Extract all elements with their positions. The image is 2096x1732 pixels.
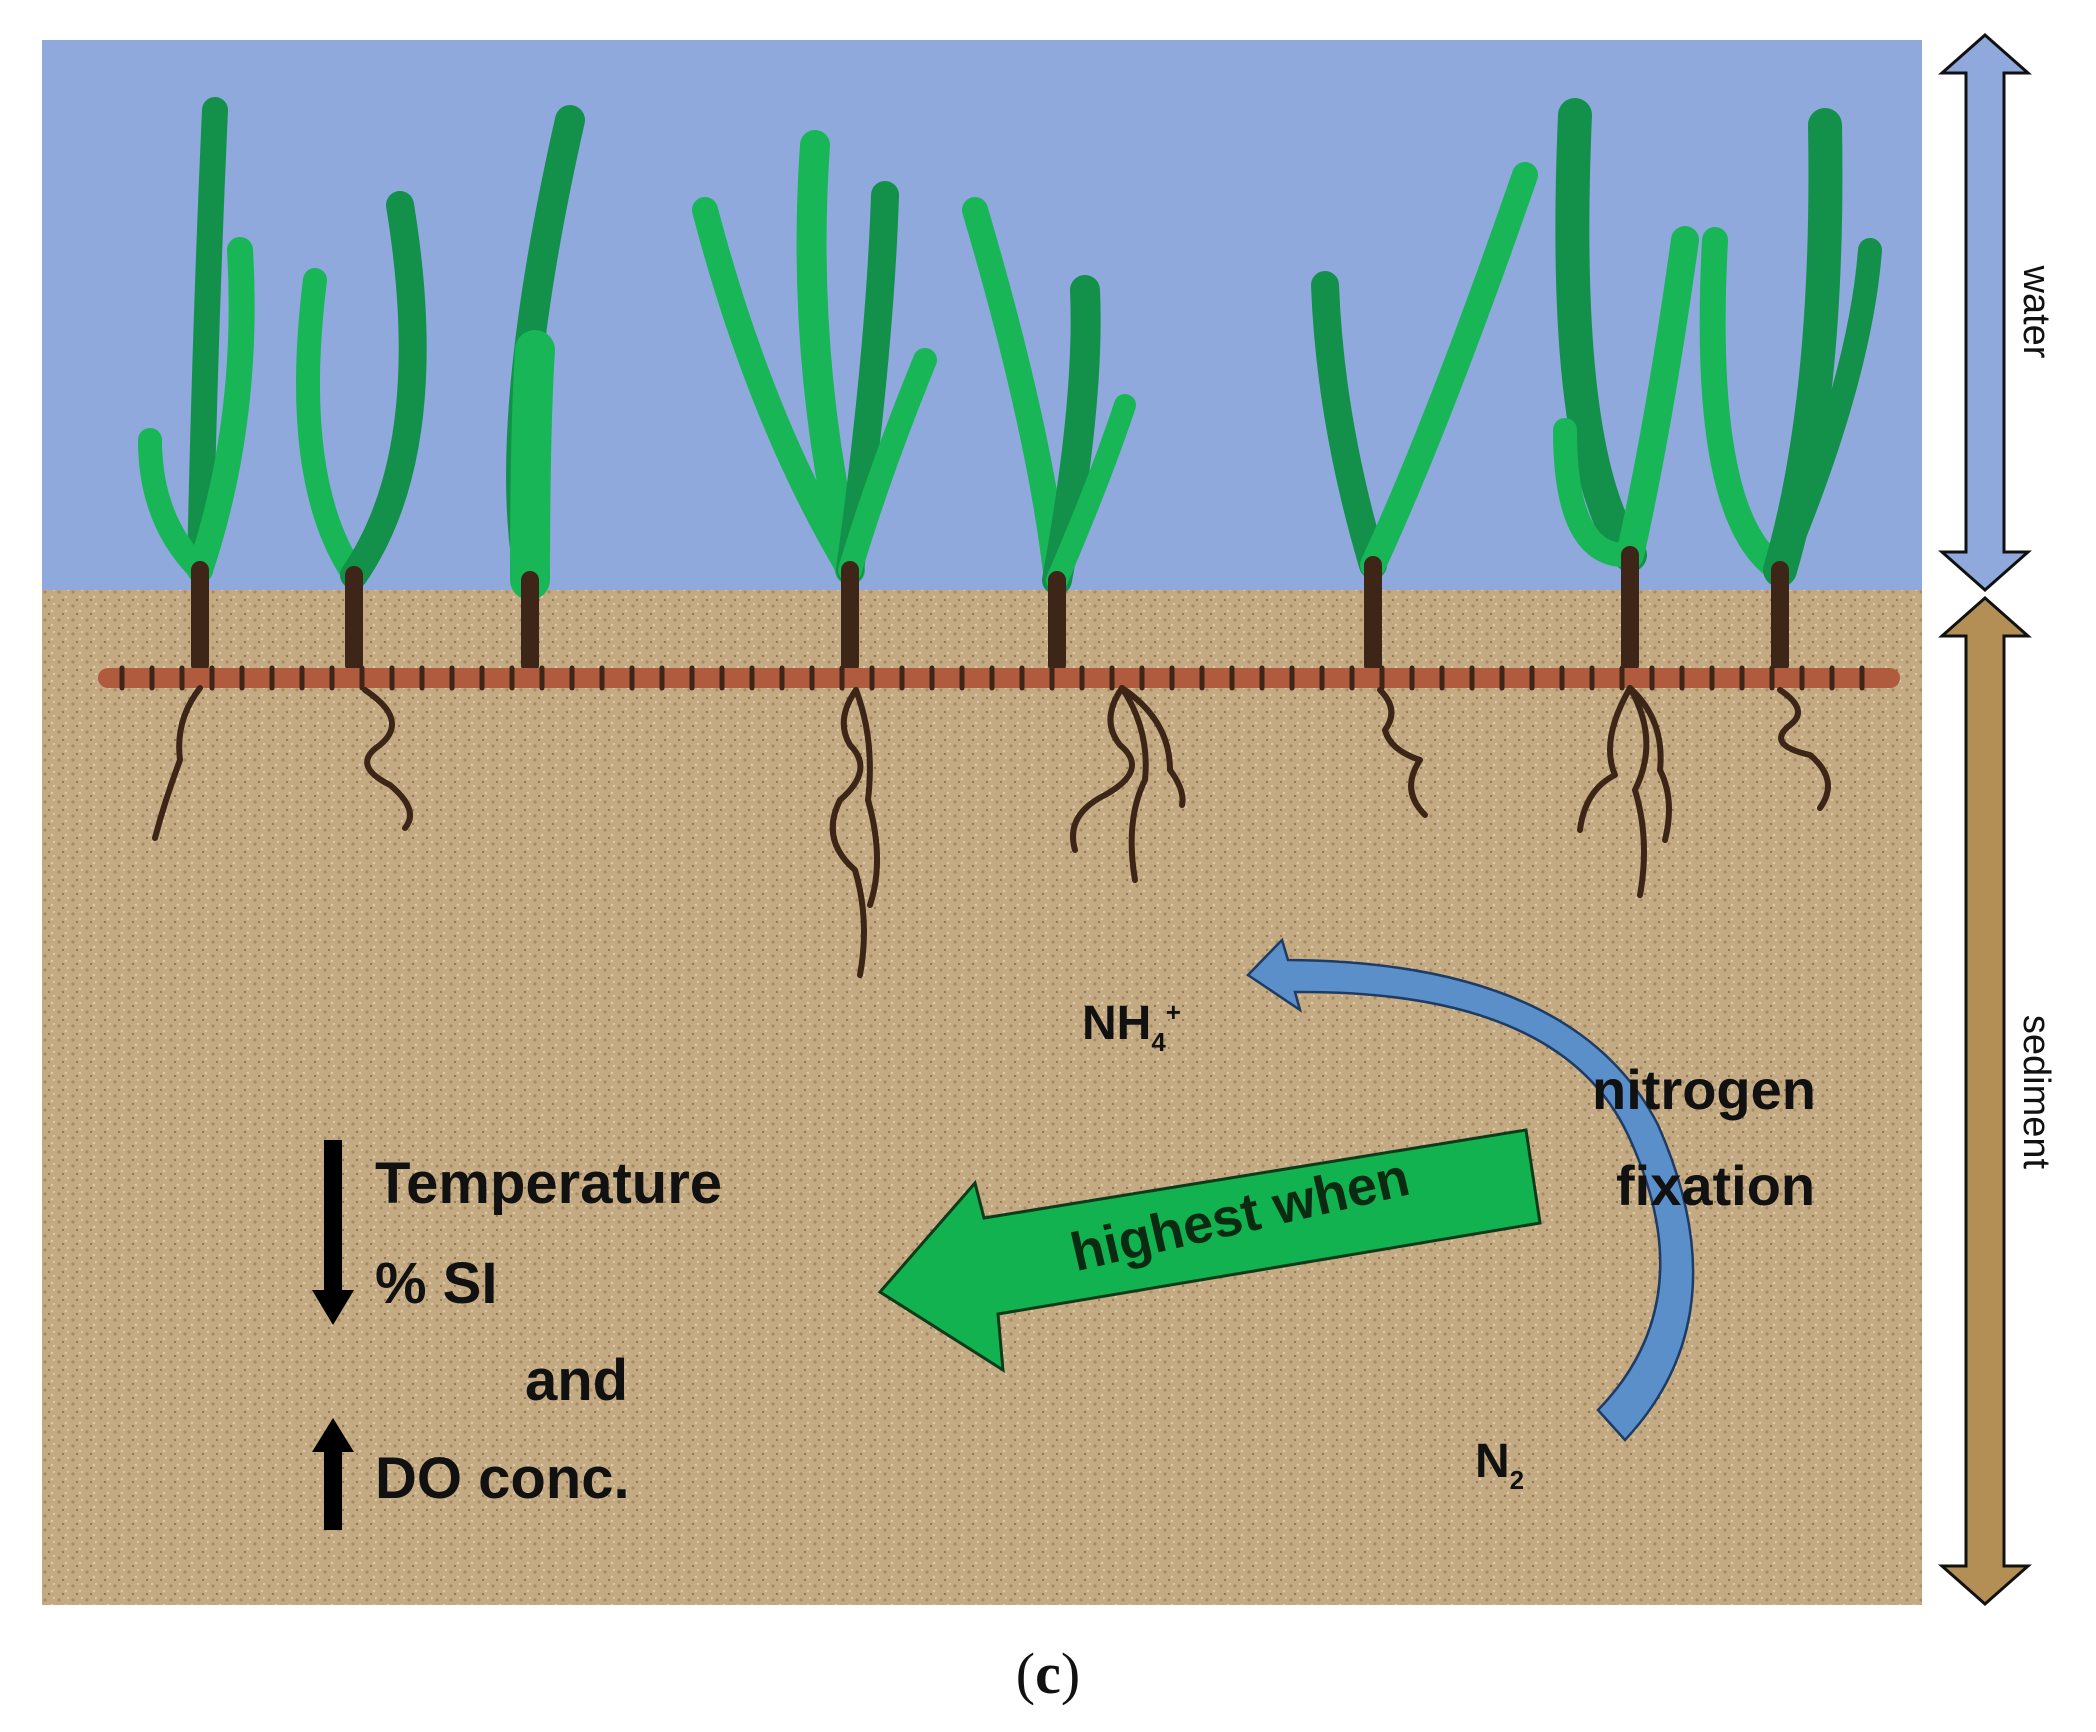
- seagrass-leaf: [1046, 394, 1136, 591]
- n2-main: N: [1475, 1435, 1510, 1488]
- seagrass-root: [1777, 687, 1831, 811]
- and-label: and: [525, 1348, 629, 1413]
- seagrass-plants: [138, 97, 1882, 674]
- highest-when-arrow: [877, 1128, 1542, 1373]
- nh4-superscript: +: [1165, 997, 1181, 1027]
- panel-caption: (c): [0, 1640, 2096, 1707]
- nh4-subscript: 4: [1151, 1027, 1166, 1057]
- rhizome: [98, 665, 1900, 978]
- nh4-label: NH4+: [1082, 997, 1181, 1055]
- seagrass-root: [1070, 685, 1135, 853]
- seagrass-leaf: [1699, 227, 1793, 583]
- seagrass-root: [1119, 685, 1186, 808]
- do-conc-label: DO conc.: [375, 1446, 630, 1511]
- sediment-double-arrow: [1938, 595, 2032, 1607]
- seagrass-root: [853, 687, 881, 908]
- seagrass-leaf: [138, 428, 212, 582]
- si-label: % SI: [375, 1251, 498, 1316]
- seagrass-leaf: [796, 130, 865, 585]
- n2-subscript: 2: [1509, 1465, 1525, 1495]
- seagrass-root: [1377, 687, 1428, 818]
- down-arrow: [312, 1140, 354, 1325]
- sediment-label: sediment: [2015, 1014, 2057, 1170]
- caption-open: (: [1015, 1641, 1036, 1706]
- n2-label: N2: [1475, 1435, 1524, 1494]
- nh4-main: NH: [1082, 997, 1152, 1050]
- seagrass-root: [829, 687, 867, 978]
- water-label: water: [2015, 265, 2057, 359]
- seagrass-leaf: [510, 330, 555, 600]
- seagrass-leaf: [1768, 238, 1882, 582]
- seagrass-root: [1577, 685, 1633, 833]
- seagrass-root: [152, 685, 203, 841]
- water-double-arrow: [1938, 32, 2032, 593]
- seagrass-leaf: [340, 191, 427, 589]
- seagrass-leaf: [1555, 98, 1647, 572]
- seagrass-leaf: [1311, 271, 1387, 579]
- seagrass-leaf: [187, 97, 228, 583]
- fixation-label: fixation: [1616, 1154, 1816, 1217]
- seagrass-leaf: [1616, 226, 1699, 569]
- seagrass-root: [1627, 685, 1650, 898]
- caption-letter: c: [1035, 1641, 1061, 1706]
- seagrass-root: [1119, 685, 1149, 883]
- seagrass-leaf: [1553, 418, 1642, 568]
- nitrogen-fixation-arrow: [1246, 937, 1695, 1442]
- nitrogen-label: nitrogen: [1592, 1058, 1816, 1121]
- up-arrow: [312, 1418, 354, 1530]
- seagrass-root: [1627, 685, 1672, 843]
- temperature-label: Temperature: [375, 1151, 723, 1216]
- seagrass-leaf: [838, 348, 937, 582]
- seagrass-root: [362, 687, 413, 831]
- seagrass-leaf: [187, 237, 255, 583]
- seagrass-leaf: [295, 268, 366, 587]
- seagrass-leaf: [1360, 162, 1538, 578]
- caption-close: ): [1060, 1641, 1081, 1706]
